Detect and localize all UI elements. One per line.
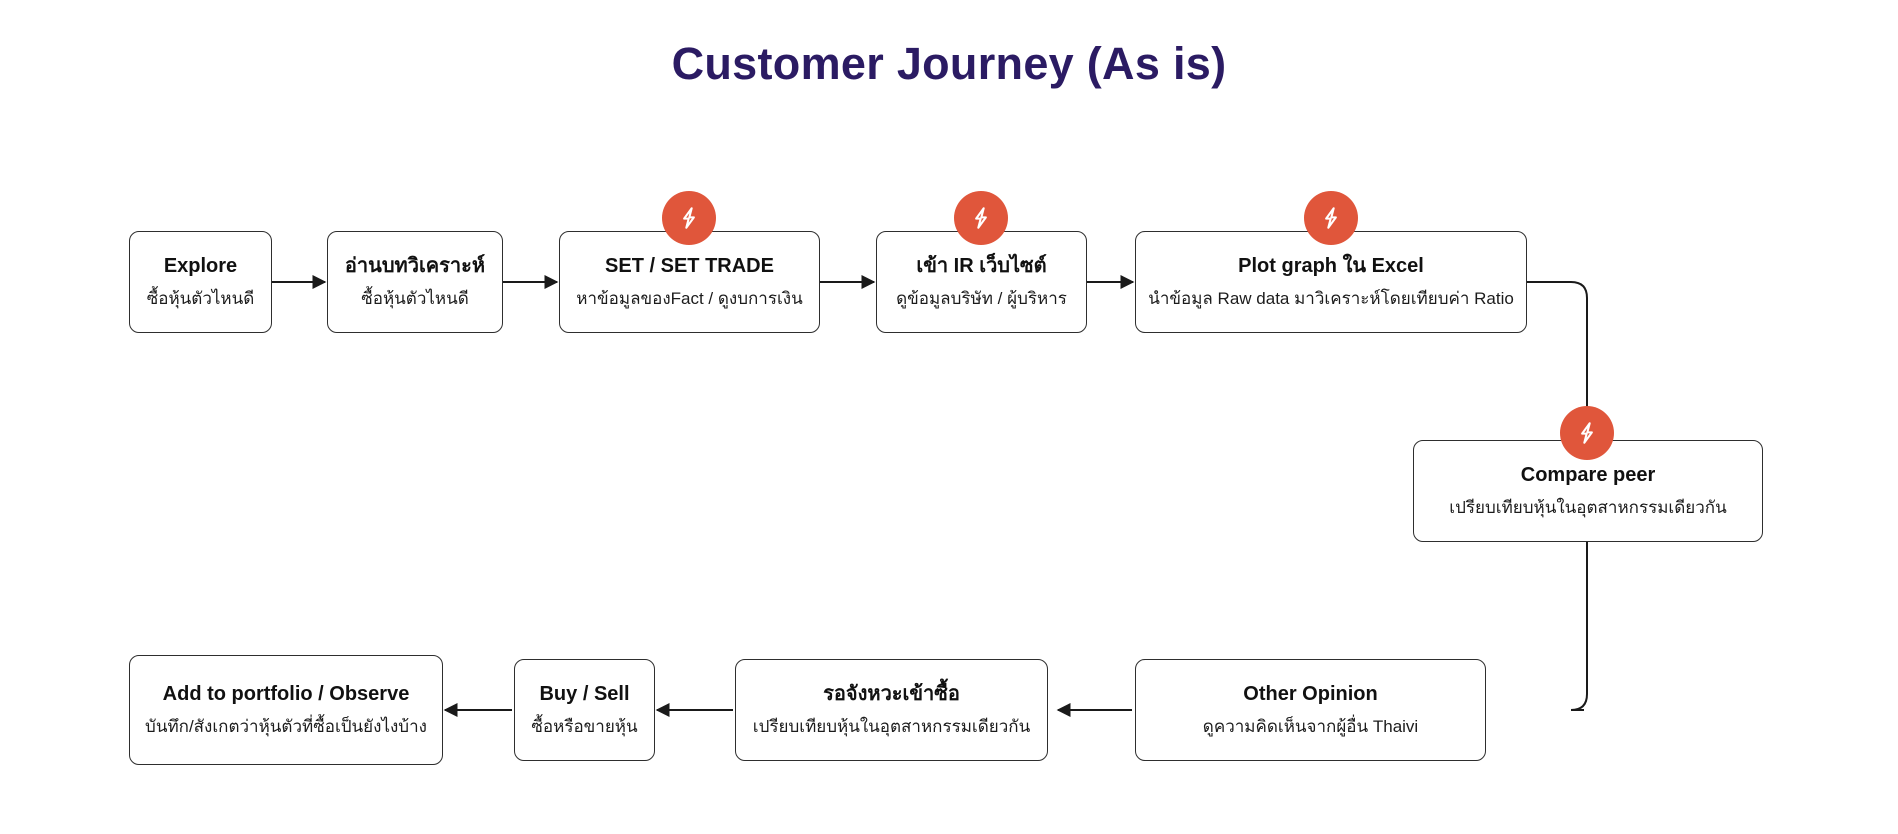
- node-title: Other Opinion: [1243, 682, 1378, 705]
- page-title: Customer Journey (As is): [671, 38, 1227, 89]
- node-subtitle: เปรียบเทียบหุ้นในอุตสาหกรรมเดียวกัน: [1449, 498, 1727, 518]
- node-subtitle: ซื้อหุ้นตัวไหนดี: [361, 289, 469, 309]
- lightning-bolt-icon: [1574, 420, 1600, 446]
- node-plot-graph-excel[interactable]: Plot graph ใน Excel นำข้อมูล Raw data มา…: [1135, 231, 1527, 333]
- node-subtitle: บันทึก/สังเกตว่าหุ้นตัวที่ซื้อเป็นยังไงบ…: [145, 717, 427, 737]
- node-title: Buy / Sell: [539, 682, 630, 705]
- node-read-analysis[interactable]: อ่านบทวิเคราะห์ ซื้อหุ้นตัวไหนดี: [327, 231, 503, 333]
- node-subtitle: ซื้อหรือขายหุ้น: [531, 717, 638, 737]
- node-title: Add to portfolio / Observe: [162, 682, 410, 705]
- node-subtitle: ดูข้อมูลบริษัท / ผู้บริหาร: [896, 289, 1067, 309]
- pain-point-badge-compare-peer[interactable]: [1560, 406, 1614, 460]
- node-title: อ่านบทวิเคราะห์: [344, 254, 486, 277]
- lightning-bolt-icon: [1318, 205, 1344, 231]
- node-subtitle: นำข้อมูล Raw data มาวิเคราะห์โดยเทียบค่า…: [1148, 289, 1514, 309]
- node-title: Explore: [163, 254, 238, 277]
- node-title: SET / SET TRADE: [605, 254, 774, 277]
- node-title: เข้า IR เว็บไซต์: [916, 254, 1047, 277]
- node-subtitle: ซื้อหุ้นตัวไหนดี: [146, 289, 255, 309]
- pain-point-badge-set-set-trade[interactable]: [662, 191, 716, 245]
- node-title: Plot graph ใน Excel: [1238, 254, 1424, 277]
- node-buy-sell[interactable]: Buy / Sell ซื้อหรือขายหุ้น: [514, 659, 655, 761]
- node-subtitle: หาข้อมูลของFact / ดูงบการเงิน: [576, 289, 803, 309]
- pain-point-badge-plot-graph-excel[interactable]: [1304, 191, 1358, 245]
- node-title: Compare peer: [1520, 463, 1656, 486]
- node-add-to-portfolio[interactable]: Add to portfolio / Observe บันทึก/สังเกต…: [129, 655, 443, 765]
- lightning-bolt-icon: [676, 205, 702, 231]
- node-explore[interactable]: Explore ซื้อหุ้นตัวไหนดี: [129, 231, 272, 333]
- node-wait-to-buy[interactable]: รอจังหวะเข้าซื้อ เปรียบเทียบหุ้นในอุตสาห…: [735, 659, 1048, 761]
- pain-point-badge-ir-website[interactable]: [954, 191, 1008, 245]
- node-set-set-trade[interactable]: SET / SET TRADE หาข้อมูลของFact / ดูงบกา…: [559, 231, 820, 333]
- node-title: รอจังหวะเข้าซื้อ: [823, 682, 960, 705]
- node-subtitle: เปรียบเทียบหุ้นในอุตสาหกรรมเดียวกัน: [752, 717, 1031, 737]
- node-other-opinion[interactable]: Other Opinion ดูความคิดเห็นจากผู้อื่น Th…: [1135, 659, 1486, 761]
- node-subtitle: ดูความคิดเห็นจากผู้อื่น Thaivi: [1202, 717, 1419, 737]
- node-ir-website[interactable]: เข้า IR เว็บไซต์ ดูข้อมูลบริษัท / ผู้บริ…: [876, 231, 1087, 333]
- lightning-bolt-icon: [968, 205, 994, 231]
